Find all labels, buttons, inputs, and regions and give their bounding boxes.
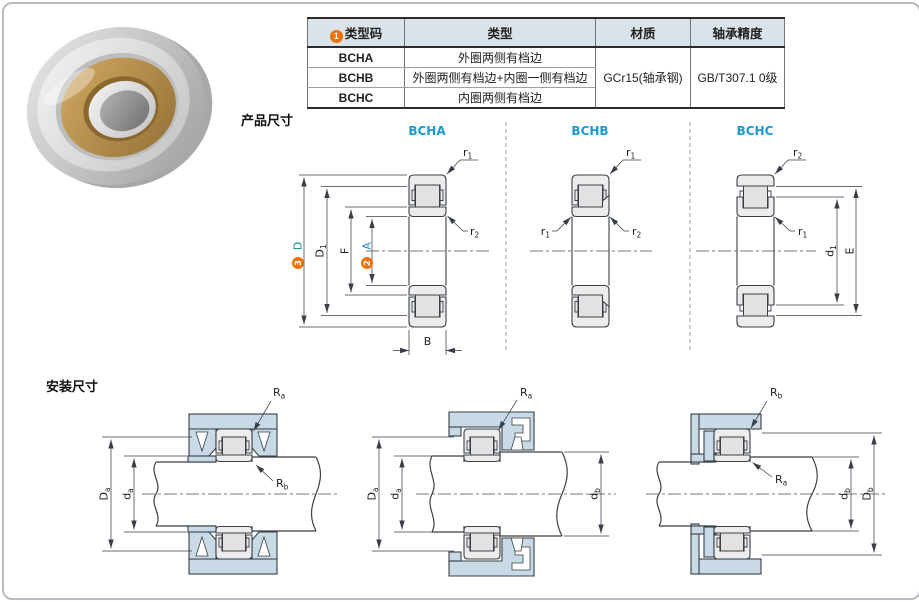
dim-label-da: da	[121, 488, 136, 500]
install-section-drawings: Da da Ra Rb	[98, 386, 886, 577]
dim-label-Rb: Rb	[770, 386, 783, 401]
dim-label-D: 3 D	[292, 242, 305, 269]
dim-label-r2: r2	[470, 225, 480, 240]
bearing-photo	[16, 18, 216, 194]
dim-label-B: B	[424, 335, 432, 348]
dim-label-A: 2 A	[361, 242, 374, 269]
table-row: BCHC 内圈两侧有档边	[307, 87, 785, 108]
dim-label-db: db	[588, 488, 603, 500]
variant-title-bchc: BCHC	[737, 124, 774, 138]
dim-label-d1: d1	[824, 245, 839, 257]
svg-text:db: db	[838, 488, 853, 500]
technical-drawings: BCHA BCHB BCHC 3 D	[98, 122, 886, 577]
dim-label-E: E	[844, 247, 857, 254]
diagram-bchb: r1 r1 r2	[530, 146, 652, 327]
section-title-product-dimensions: 产品尺寸	[241, 113, 294, 128]
svg-text:Da: Da	[98, 487, 113, 500]
svg-text:F: F	[339, 248, 352, 254]
dim-label-Da: Da	[98, 487, 113, 500]
variant-title-bchb: BCHB	[571, 124, 608, 138]
svg-text:db: db	[588, 488, 603, 500]
install-diagram-2: Da da db Ra	[366, 386, 616, 577]
svg-text:D1: D1	[314, 244, 329, 257]
svg-text:da: da	[121, 488, 136, 500]
col-type: 类型	[404, 18, 596, 48]
type-desc: 外圈两侧有档边+内圈一侧有档边	[404, 67, 596, 88]
dim-label-Ra: Ra	[775, 473, 787, 488]
svg-text:Db: Db	[861, 487, 876, 500]
material-value: GCr15(轴承钢)	[595, 47, 691, 109]
col-precision: 轴承精度	[690, 18, 785, 48]
table-row: BCHB 外圈两侧有档边+内圈一侧有档边	[307, 67, 785, 88]
dim-label-r2: r2	[632, 225, 642, 240]
type-code-bcha[interactable]: BCHA	[307, 47, 405, 68]
svg-text:da: da	[389, 488, 404, 500]
type-desc: 外圈两侧有档边	[404, 47, 596, 68]
svg-text:3: 3	[294, 260, 304, 266]
badge-1-icon: 1	[329, 29, 343, 43]
type-code-bchc[interactable]: BCHC	[307, 87, 405, 108]
section-title-install-dimensions: 安装尺寸	[46, 379, 99, 394]
table-row: BCHA 外圈两侧有档边 GCr15(轴承钢) GB/T307.1 0级	[307, 47, 785, 109]
svg-text:Da: Da	[366, 487, 381, 500]
svg-text:2: 2	[363, 260, 373, 266]
dim-label-Ra: Ra	[520, 386, 532, 401]
dim-label-Ra: Ra	[273, 386, 285, 401]
variant-title-bcha: BCHA	[408, 124, 446, 138]
svg-text:A: A	[361, 242, 374, 250]
diagram-bcha: 3 D D1 F 2 A B r1	[292, 146, 490, 355]
dim-label-r1: r1	[626, 146, 636, 161]
type-code-bchb[interactable]: BCHB	[307, 67, 405, 88]
install-diagram-1: Da da Ra Rb	[98, 386, 339, 575]
svg-text:E: E	[844, 247, 857, 254]
dim-label-r1-left: r1	[541, 225, 551, 240]
dim-label-r1: r1	[798, 225, 808, 240]
bearing-photo-rings	[26, 27, 213, 189]
col-material: 材质	[595, 18, 691, 48]
dim-label-D1: D1	[314, 244, 329, 257]
install-diagram-3: db Db Rb Ra	[646, 386, 886, 575]
svg-text:D: D	[292, 242, 305, 250]
product-section-drawings: BCHA BCHB BCHC 3 D	[292, 122, 862, 355]
dim-label-Rb: Rb	[276, 477, 289, 492]
type-desc: 内圈两侧有档边	[404, 87, 596, 108]
diagram-bchc: r2 r1 d1 E	[696, 146, 862, 328]
dim-label-r2: r2	[793, 146, 803, 161]
dim-label-da: da	[389, 488, 404, 500]
svg-text:d1: d1	[824, 245, 839, 257]
dim-label-r1: r1	[463, 146, 473, 161]
precision-value: GB/T307.1 0级	[690, 47, 785, 109]
dim-label-db: db	[838, 488, 853, 500]
dim-label-Da: Da	[366, 487, 381, 500]
dim-label-F: F	[339, 248, 352, 254]
dim-label-Db: Db	[861, 487, 876, 500]
